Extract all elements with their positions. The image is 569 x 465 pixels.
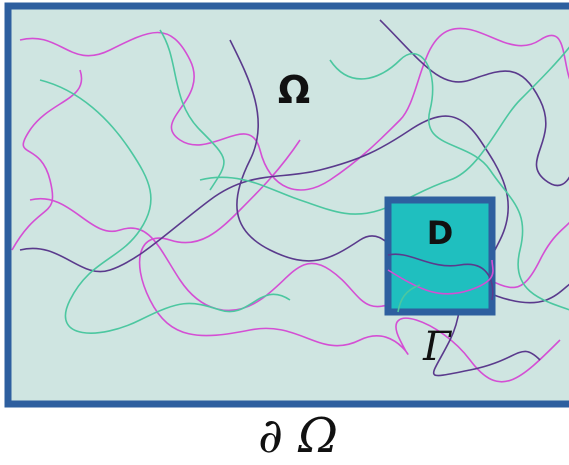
- random-walk-curve-through-d-3: [397, 284, 421, 313]
- subdomain-d-label: D: [427, 214, 454, 252]
- domain-omega-label: Ω: [278, 68, 310, 112]
- random-walk-curve-green-2: [199, 46, 569, 215]
- random-walk-curve-green-3: [329, 53, 569, 311]
- boundary-label: ∂ Ω: [258, 408, 338, 464]
- random-walk-curve-magenta-2: [11, 69, 569, 312]
- paths-through-subdomain: [387, 253, 494, 313]
- random-walk-curve-purple-3: [379, 19, 569, 187]
- random-walk-curve-magenta-3: [138, 139, 561, 383]
- interface-gamma-label: Γ: [422, 324, 452, 370]
- random-walk-paths: [11, 19, 569, 383]
- random-walk-curve-green-1: [39, 79, 291, 334]
- random-walk-curve-green-4: [159, 29, 225, 191]
- random-walk-curve-through-d-2: [387, 259, 494, 295]
- random-walk-curve-through-d-1: [387, 253, 494, 301]
